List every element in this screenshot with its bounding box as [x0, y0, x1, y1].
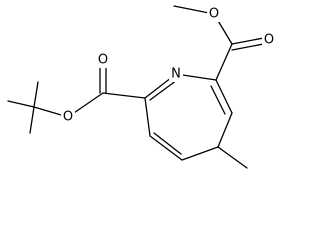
atom-label-o-right-carbonyl: O [264, 33, 274, 48]
atom-o-right-carbonyl: O [262, 32, 276, 48]
atom-n-ring: N [169, 66, 183, 82]
atom-o-right-ether: O [207, 6, 221, 22]
bond-ring-c3-c2 [144, 97, 151, 137]
bond-tbu-methyl-top [33, 81, 39, 108]
bond-tbu-methyl-bottom [29, 106, 35, 134]
bond-ring-c4-c3-double [153, 132, 182, 155]
bond-tbu-methyl-left [7, 100, 35, 108]
structure-diagram: N O O O O [7, 5, 276, 169]
atom-o-left-ether: O [61, 109, 75, 125]
bond-ring-c7-c6 [215, 79, 233, 114]
atom-label-o-left-ether: O [63, 110, 73, 125]
bond-ring-c5-c4 [181, 146, 219, 161]
bond-left-ester-ring [102, 92, 146, 99]
bond-ring-c2-n1-double [149, 79, 178, 101]
atom-label-o-right-ether: O [209, 7, 219, 22]
bond-ring-c6-c5 [217, 112, 233, 148]
atom-label-o-left-carbonyl: O [98, 53, 108, 68]
atom-label-n: N [171, 67, 181, 82]
bond-ring-c7-c6-double [210, 85, 226, 115]
bond-methyl [217, 146, 248, 169]
bond-ring-c4-c3 [149, 135, 183, 161]
atom-o-left-carbonyl: O [96, 52, 110, 68]
bond-right-ester-ring [215, 43, 233, 81]
